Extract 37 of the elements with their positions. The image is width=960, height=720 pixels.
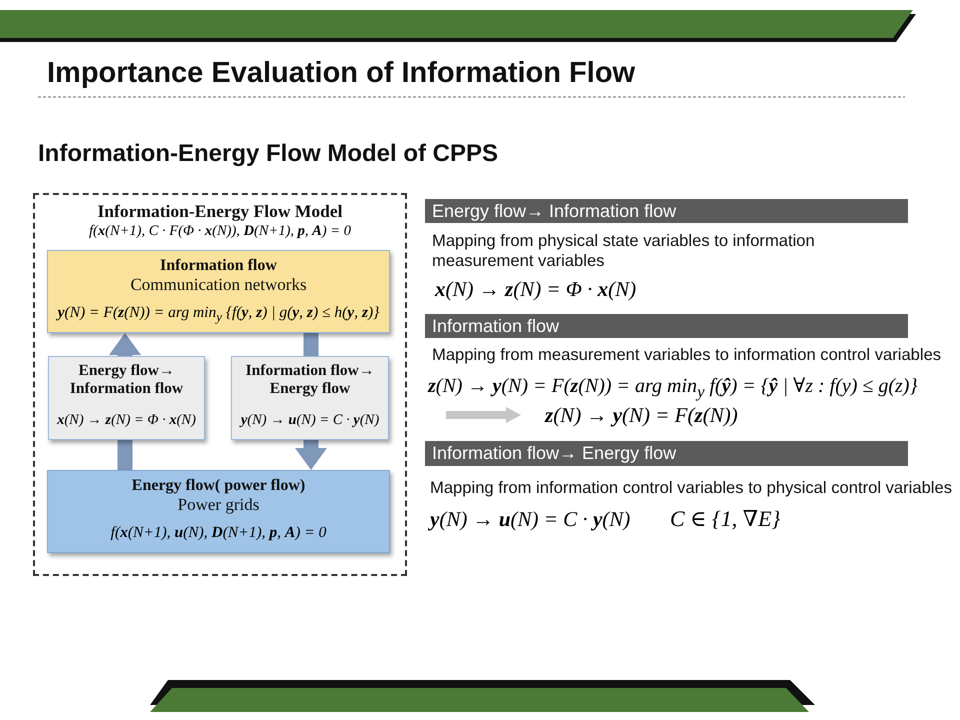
layer-box bbox=[47, 250, 390, 333]
formula: f(x(N+1), C · F(Φ · x(N)), D(N+1), p, A) = 0 bbox=[88, 222, 352, 240]
header-label: Energy flow→ Information flow bbox=[432, 200, 678, 223]
header-label: Information flow bbox=[432, 315, 560, 338]
connector-band bbox=[118, 440, 132, 470]
header-label: Information flow→ Energy flow bbox=[432, 442, 678, 465]
section-heading: Information-Energy Flow Model of CPPS bbox=[38, 140, 498, 168]
description-text: Mapping from physical state variables to information measurement variables bbox=[432, 231, 816, 271]
box-subtitle: Communication networks bbox=[130, 275, 307, 294]
mapping-box bbox=[48, 356, 205, 440]
formula: y(N) = F(z(N)) = arg min$_{y}$ {f(y, z) | g(y, z) ≤ h(y, z)} bbox=[58, 304, 380, 326]
layer-box bbox=[47, 470, 390, 553]
mapping-box bbox=[231, 356, 389, 440]
box-title: Information flow→ Energy flow bbox=[244, 362, 376, 398]
box-title: Information flow bbox=[160, 256, 277, 275]
formula: y(N) → u(N) = C · y(N) bbox=[240, 412, 380, 429]
block-arrow bbox=[295, 440, 327, 470]
box-title: Energy flow( power flow) bbox=[132, 476, 306, 495]
dashed-frame bbox=[33, 193, 407, 576]
formula: x(N) → z(N) = Φ · x(N) bbox=[435, 277, 636, 302]
formula: z(N) → y(N) = F(z(N)) = arg min$_{y}$ f(ŷ) = {ŷ | ∀z : f(y) ≤ g(z)} bbox=[428, 374, 918, 402]
connector-band bbox=[304, 333, 318, 356]
section-header-bar bbox=[425, 441, 908, 466]
slide-title: Importance Evaluation of Information Flow bbox=[47, 57, 636, 90]
box-subtitle: Power grids bbox=[178, 495, 260, 514]
section-header-bar bbox=[425, 199, 908, 223]
formula: y(N) → u(N) = C · y(N) bbox=[430, 507, 630, 532]
description-text: Mapping from information control variables to physical control variables bbox=[430, 478, 952, 498]
formula: f(x(N+1), u(N), D(N+1), p, A) = 0 bbox=[110, 524, 326, 542]
formula: C ∈ {1, ∇E} bbox=[670, 506, 780, 532]
diagram-heading: Information-Energy Flow Model bbox=[96, 201, 344, 221]
formula: x(N) → z(N) = Φ · x(N) bbox=[57, 412, 196, 429]
block-arrow bbox=[109, 333, 141, 356]
description-text: Mapping from measurement variables to information control variables bbox=[432, 345, 942, 365]
formula: z(N) → y(N) = F(z(N)) bbox=[545, 403, 738, 428]
box-title: Energy flow→ Information flow bbox=[68, 362, 184, 398]
section-header-bar bbox=[425, 314, 908, 338]
